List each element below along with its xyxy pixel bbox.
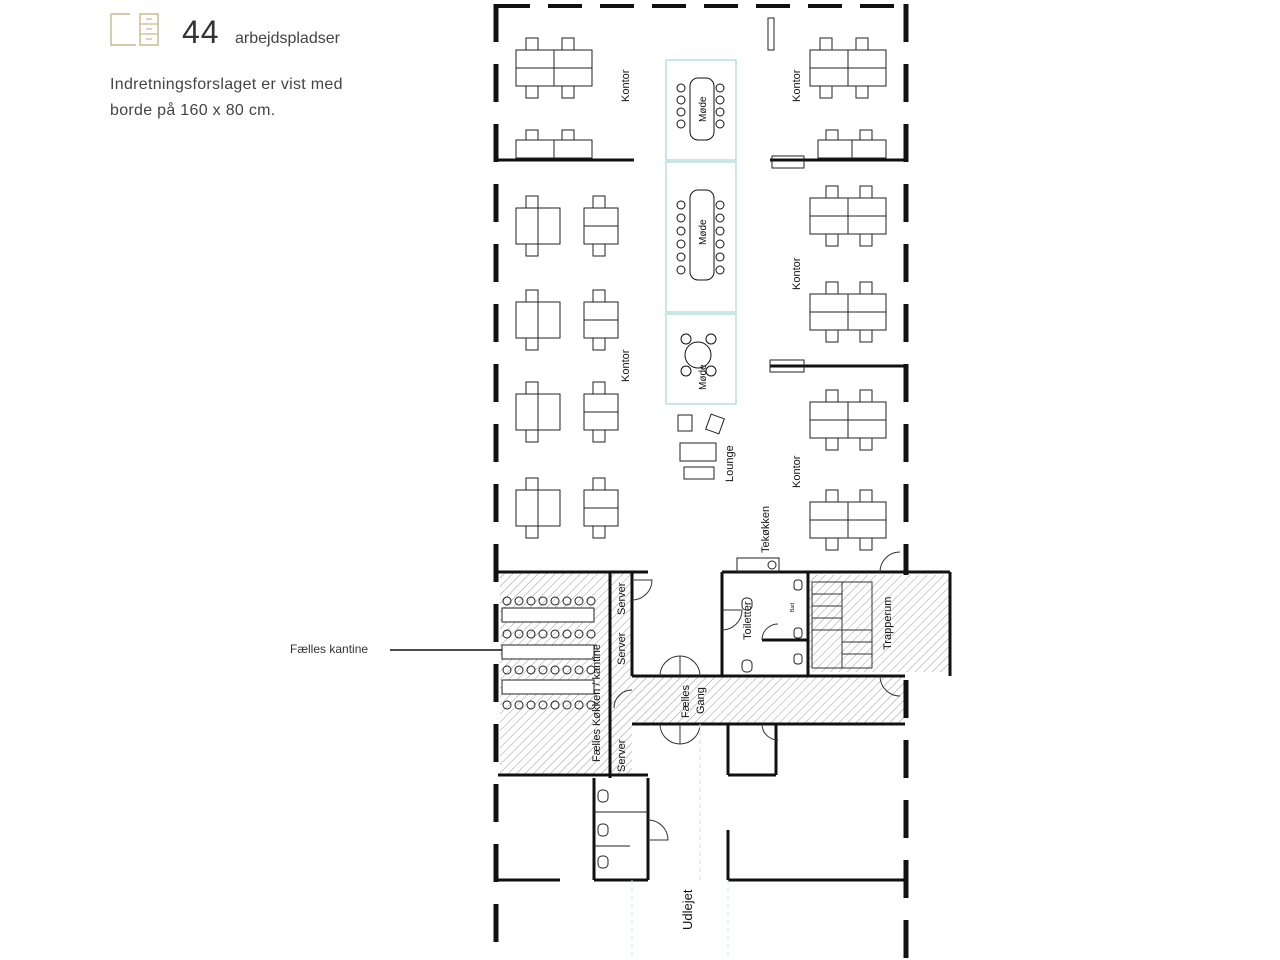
room-label-bad: Bad xyxy=(790,603,796,612)
info-panel: 44 arbejdspladser Indretningsforslaget e… xyxy=(0,0,470,960)
callout-label: Fælles kantine xyxy=(290,642,369,656)
room-label-udlejet: Udlejet xyxy=(680,889,695,930)
room-label-gang-1: Fælles xyxy=(680,684,692,718)
room-label-kontor-4: Kontor xyxy=(791,257,803,290)
boundary-lines xyxy=(631,724,729,960)
room-label-kantine: Fælles Køkken / kantine xyxy=(591,644,603,762)
desk-clusters xyxy=(515,17,887,551)
partitions xyxy=(498,158,952,882)
room-label-mode-1: Møde xyxy=(698,96,709,122)
room-label-tekokken: Tekøkken xyxy=(760,506,772,553)
description-line-1: Indretningsforslaget er vist med xyxy=(110,76,343,93)
staircase xyxy=(811,581,873,669)
description-line-2: borde på 160 x 80 cm. xyxy=(110,102,276,119)
room-label-kontor-2: Kontor xyxy=(791,69,803,102)
room-label-kontor-1: Kontor xyxy=(620,69,632,102)
room-label-toiletter: Toiletter xyxy=(742,601,754,640)
room-label-kontor-3: Kontor xyxy=(620,349,632,382)
outer-walls xyxy=(493,4,909,960)
canteen-tables xyxy=(501,596,596,710)
doors xyxy=(613,551,901,841)
room-label-server-1: Server xyxy=(616,582,628,615)
workstation-count: 44 xyxy=(182,14,220,50)
toilet-fixtures xyxy=(594,579,803,869)
lounge-furniture xyxy=(677,413,725,480)
meeting-tables xyxy=(676,77,725,377)
callout-line xyxy=(390,647,509,653)
furniture-icon xyxy=(110,13,159,46)
room-label-kontor-5: Kontor xyxy=(791,455,803,488)
room-label-mode-3: Møde xyxy=(698,364,709,390)
meeting-rooms xyxy=(665,59,737,405)
room-label-server-2: Server xyxy=(616,632,628,665)
room-label-server-3: Server xyxy=(616,739,628,772)
workstation-count-unit: arbejdspladser xyxy=(235,30,340,47)
kitchenette xyxy=(736,557,780,573)
room-labels: Kontor Kontor Kontor Kontor Kontor Møde … xyxy=(591,69,894,930)
room-label-trapperum: Trapperum xyxy=(882,597,894,650)
room-label-lounge: Lounge xyxy=(724,445,736,482)
room-label-mode-2: Møde xyxy=(698,219,709,245)
room-label-gang-2: Gang xyxy=(695,687,707,714)
